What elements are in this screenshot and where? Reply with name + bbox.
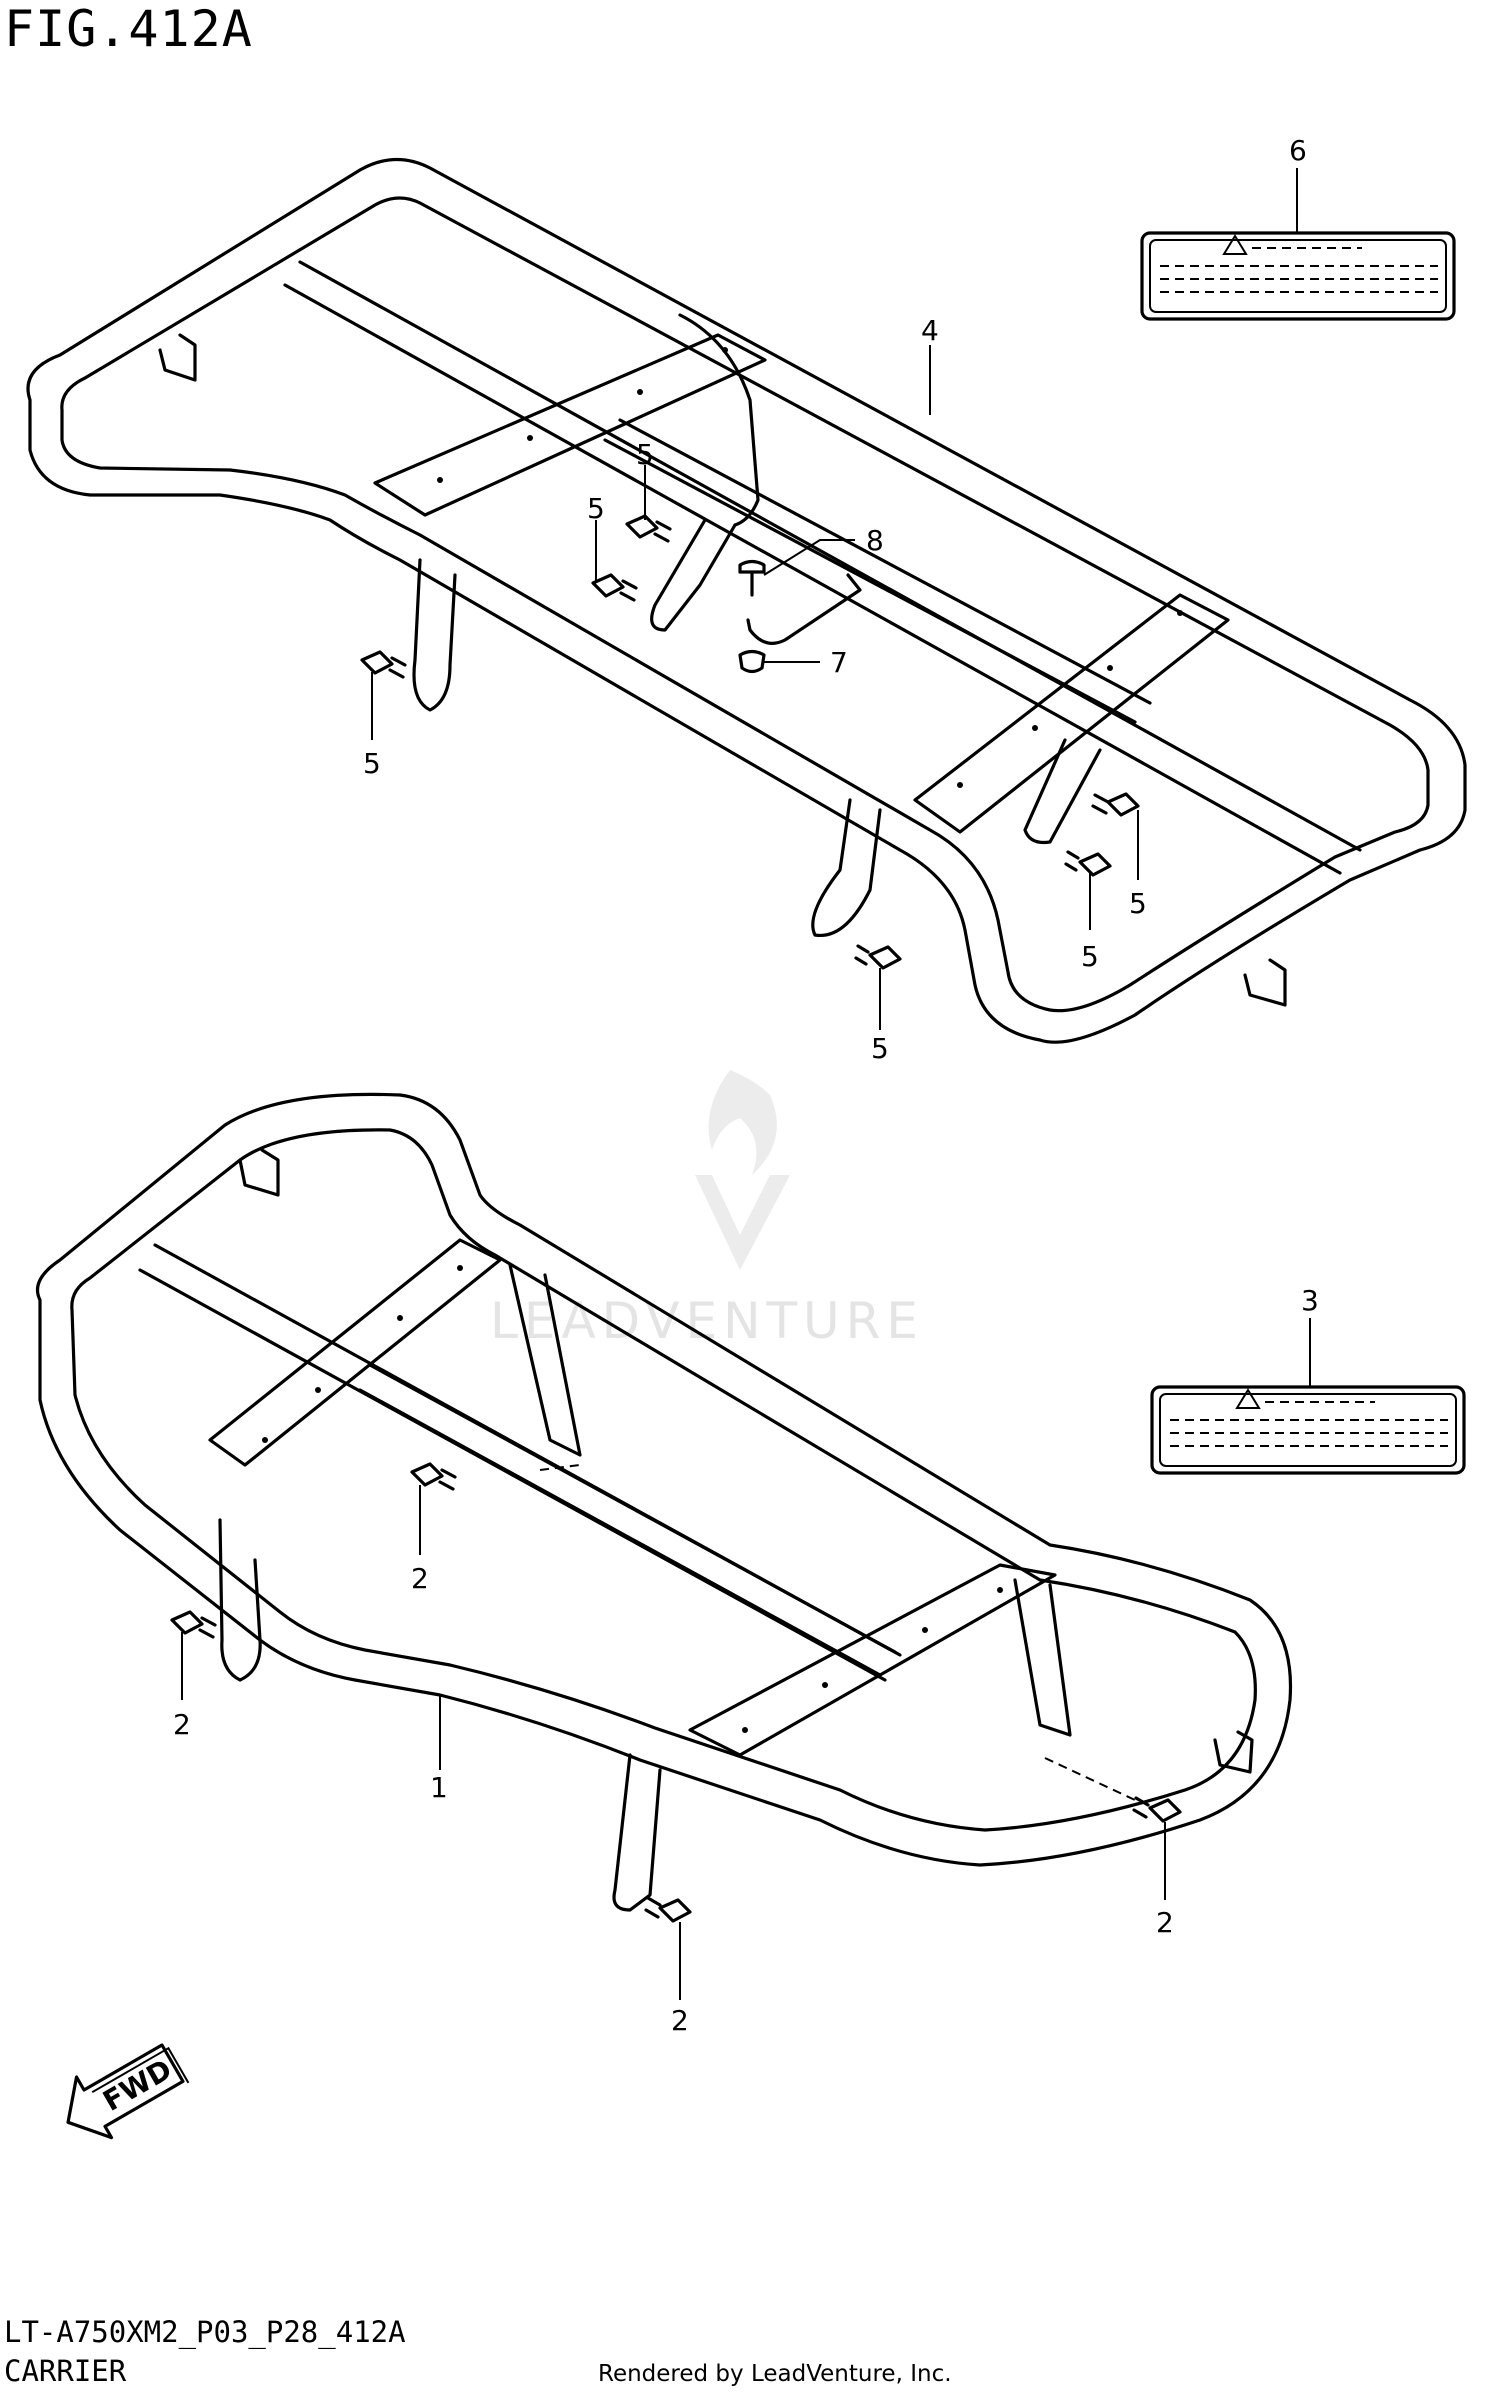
screw-8 xyxy=(738,559,766,597)
lower-center-brace xyxy=(508,1263,582,1457)
warning-label-6 xyxy=(1140,168,1456,321)
upper-center-bracket-a xyxy=(650,518,737,632)
lower-center-leg xyxy=(612,1753,662,1912)
figure-title: FIG.412A xyxy=(4,0,253,58)
leader-8 xyxy=(763,539,855,576)
bolt-2-lower-left xyxy=(170,1610,217,1639)
upper-rear-mount-stub xyxy=(1243,958,1287,1007)
bolt-5-upper-center-b xyxy=(591,573,638,602)
bolt-5-upper-rear-a xyxy=(1091,792,1140,817)
callout-6: 6 xyxy=(1289,134,1307,167)
lower-carrier-front-crossbar xyxy=(208,1238,502,1467)
lower-rear-mount-stub xyxy=(1213,1730,1254,1774)
lower-carrier-rear-crossbar xyxy=(688,1563,1057,1757)
callout-2-bottom: 2 xyxy=(671,2004,689,2037)
bolt-5-upper-rear-b xyxy=(1064,850,1112,877)
watermark-flame-logo xyxy=(695,1070,790,1270)
upper-carrier-center-tube-a xyxy=(298,260,1362,852)
bolt-2-lower-center xyxy=(410,1462,457,1491)
callout-2-rear: 2 xyxy=(1156,1906,1174,1939)
fwd-arrow-icon xyxy=(66,2043,185,2140)
section-name: CARRIER xyxy=(4,2354,127,2388)
bolt-5-upper-left xyxy=(360,650,407,679)
callout-4: 4 xyxy=(921,314,939,347)
callout-2-left: 2 xyxy=(173,1708,191,1741)
warning-triangle-icon xyxy=(1235,1388,1261,1409)
warning-triangle-icon xyxy=(1222,234,1248,255)
callout-3: 3 xyxy=(1301,1284,1319,1317)
nut-7 xyxy=(738,649,766,674)
bolt-5-upper-bottom xyxy=(854,944,902,970)
lower-carrier-inner-rail xyxy=(70,1128,1257,1832)
watermark-text: LEADVENTURE xyxy=(490,1292,924,1350)
lower-crossbar-holes xyxy=(262,1265,1003,1733)
upper-carrier-inner-rail xyxy=(60,196,1430,1013)
upper-front-mount-stub xyxy=(158,333,197,382)
lower-rear-dash xyxy=(1044,1757,1136,1801)
lower-carrier-outer-rail xyxy=(35,1092,1293,1867)
upper-center-bracket-b xyxy=(746,573,862,645)
callout-numbers: 6 4 5 5 8 7 5 5 5 5 3 2 2 1 2 2 xyxy=(173,134,1319,2037)
upper-carrier-front-crossbar xyxy=(373,333,767,517)
callout-1: 1 xyxy=(430,1771,448,1804)
lower-center-dash xyxy=(539,1464,581,1471)
bolt-2-lower-bottom xyxy=(644,1896,692,1923)
rear-carrier-upper xyxy=(26,157,1467,1044)
upper-carrier-rear-crossbar xyxy=(913,593,1230,834)
bolt-2-lower-rear xyxy=(1132,1796,1182,1823)
upper-carrier-long-tube xyxy=(603,418,1152,724)
callout-5-rear-a: 5 xyxy=(1129,887,1147,920)
callout-5-rear-b: 5 xyxy=(1081,940,1099,973)
bolt-5-upper-center-a xyxy=(625,514,672,543)
lower-front-mount-stub xyxy=(238,1148,280,1197)
model-code: LT-A750XM2_P03_P28_412A xyxy=(4,2315,406,2349)
callout-5-center-b: 5 xyxy=(587,492,605,525)
callout-8: 8 xyxy=(866,524,884,557)
lower-left-front-leg xyxy=(218,1518,262,1682)
render-credit: Rendered by LeadVenture, Inc. xyxy=(598,2361,952,2387)
warning-label-3 xyxy=(1150,1318,1466,1475)
upper-left-front-leg-bracket xyxy=(412,558,457,712)
lower-carrier-inner-long xyxy=(138,1243,902,1682)
forward-direction-arrow: FWD xyxy=(66,2043,190,2140)
watermark: LEADVENTURE xyxy=(490,1070,924,1350)
callout-7: 7 xyxy=(830,646,848,679)
upper-rear-bracket xyxy=(1023,738,1102,845)
upper-curved-riser xyxy=(678,313,760,527)
lower-rear-brace xyxy=(1013,1578,1072,1737)
lower-carrier-long-tube xyxy=(358,1363,897,1677)
front-carrier-lower xyxy=(35,1092,1293,2000)
callout-2-center: 2 xyxy=(411,1562,429,1595)
callout-5-bottom: 5 xyxy=(871,1032,889,1065)
upper-center-leg-bracket xyxy=(811,798,882,938)
upper-carrier-outer-rail xyxy=(26,157,1467,1044)
callout-5-upper-left: 5 xyxy=(363,747,381,780)
upper-carrier-center-tube-b xyxy=(283,283,1342,875)
callout-5-center-a: 5 xyxy=(636,438,654,471)
